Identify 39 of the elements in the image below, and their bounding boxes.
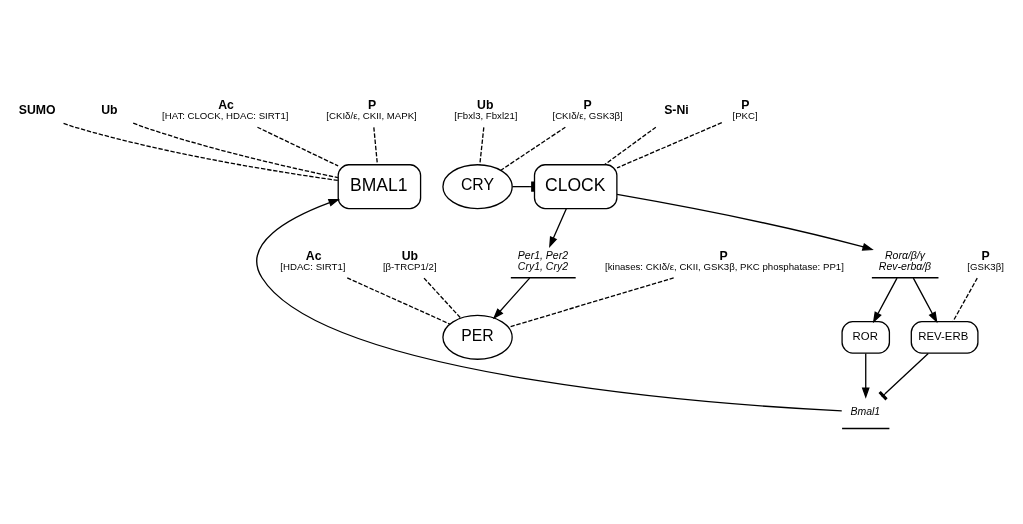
arrow xyxy=(872,277,898,324)
node-text: P [CKIδ/ε, CKII, MAPK] xyxy=(326,98,417,122)
node-text: S-Ni xyxy=(664,102,689,117)
connector xyxy=(423,277,462,319)
connector xyxy=(132,122,339,179)
connector xyxy=(256,126,339,167)
node-box: ROR xyxy=(841,320,891,354)
node-text: Per1, Per2 Cry1, Cry2 xyxy=(517,249,569,272)
arrow xyxy=(616,193,874,251)
node-text: Ub [Fbxl3, Fbxl21] xyxy=(454,98,518,122)
arrow xyxy=(492,277,531,320)
node-text: Ac [HDAC: SIRT1] xyxy=(280,248,346,273)
connector xyxy=(346,277,451,325)
node-text: Ac [HAT: CLOCK, HDAC: SIRT1] xyxy=(162,98,289,122)
connector xyxy=(878,352,929,401)
arrow xyxy=(861,352,870,399)
connector xyxy=(604,126,657,166)
node-text: Rorα/β/γ Rev-erbα/β xyxy=(878,249,932,272)
node-ellipse: PER xyxy=(442,314,513,360)
node-text: Bmal1 xyxy=(850,404,881,417)
node-ellipse: CRY xyxy=(442,164,513,210)
node-text: P [kinases: CKIδ/ε, CKII, GSK3β, PKC phosphatase: PP1] xyxy=(605,248,844,273)
node-text: P [PKC] xyxy=(732,98,758,122)
connector xyxy=(373,126,379,166)
node-text: SUMO xyxy=(18,102,56,117)
arrow xyxy=(549,208,567,248)
connector xyxy=(616,121,723,169)
arrow xyxy=(912,277,938,324)
arrow xyxy=(256,198,843,412)
node-text: P [GSK3β] xyxy=(967,248,1004,273)
node-box: REV-ERB xyxy=(910,320,979,354)
node-text: Ub xyxy=(101,102,118,117)
connector xyxy=(62,122,339,182)
connector xyxy=(479,126,485,166)
connector xyxy=(500,126,566,171)
connector xyxy=(952,277,978,323)
node-text: Ub [β-TRCP1/2] xyxy=(382,248,437,273)
node-box: BMAL1 xyxy=(337,164,422,210)
node-text: P [CKIδ/ε, GSK3β] xyxy=(552,98,623,122)
